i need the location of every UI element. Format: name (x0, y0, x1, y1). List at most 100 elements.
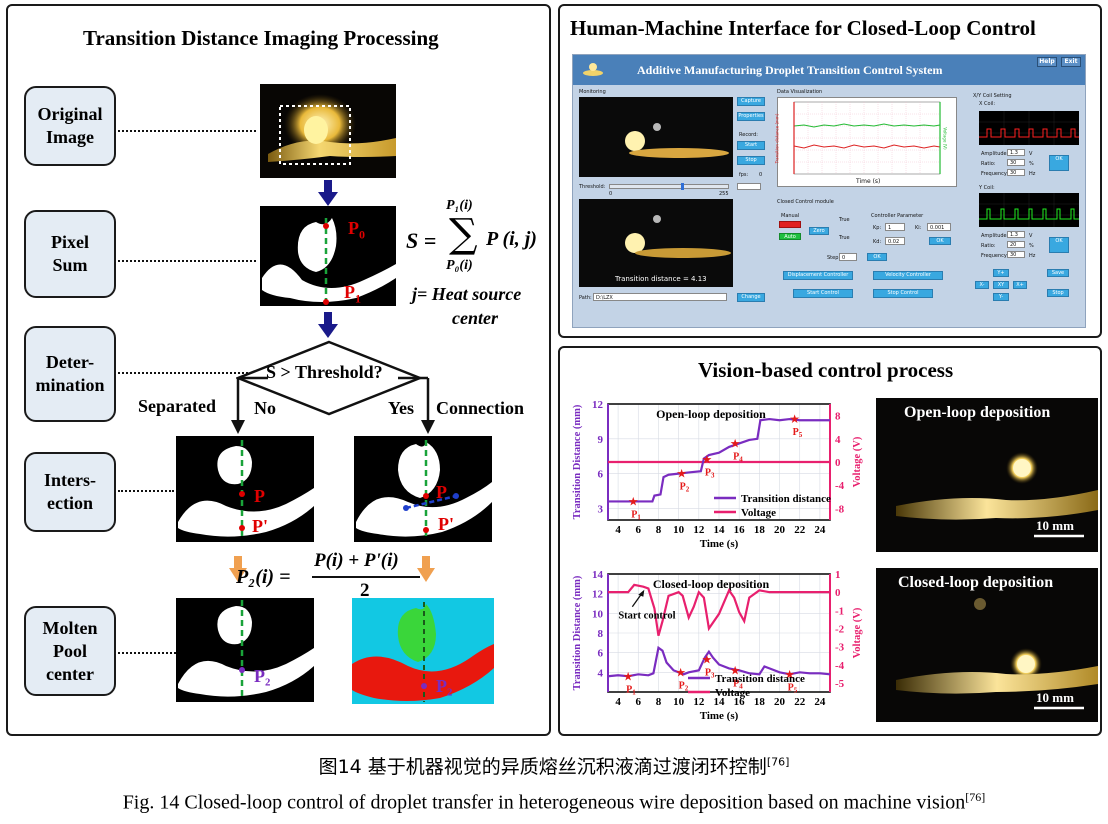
p2-formula-numerator: P(i) + P'(i) (314, 550, 399, 571)
path-input[interactable]: D:\LZX (593, 293, 727, 301)
manual-label: Manual (781, 213, 800, 219)
p0-text: P (348, 218, 359, 238)
xy-button[interactable]: XY (993, 281, 1009, 289)
threshold-thumb[interactable] (681, 183, 684, 190)
data-vis-graphic (793, 101, 941, 175)
x-tick-label: 10 (673, 696, 685, 708)
x-plus-button[interactable]: X+ (1013, 281, 1027, 289)
y-coil-wave-graphic (979, 193, 1079, 227)
data-vis-label: Data Visualization (777, 89, 823, 95)
decision-diamond (236, 340, 422, 416)
orange-arrow (229, 556, 247, 582)
annotation-arrowhead (638, 589, 645, 597)
hmi-panel-title: Human-Machine Interface for Closed-Loop … (570, 16, 1036, 40)
imaging-processing-panel: Transition Distance Imaging Processing O… (6, 4, 551, 736)
formula-term: P (i, j) (486, 228, 537, 250)
ki-input[interactable]: 0.001 (927, 223, 951, 231)
step-ok-button[interactable]: OK (867, 253, 887, 261)
p2-label: P₂ (254, 666, 271, 686)
y-frequency-value: 30 (1010, 252, 1017, 258)
y-minus-button[interactable]: Y- (993, 293, 1009, 301)
y-amplitude-value: 1.3 (1010, 232, 1018, 238)
x-tick-label: 8 (656, 696, 662, 708)
kd-value: 0.02 (888, 239, 900, 245)
start-control-button[interactable]: Start Control (793, 289, 853, 298)
x-tick-label: 14 (714, 696, 726, 708)
y2-tick-label: -1 (835, 605, 844, 617)
marker-label-sub: 5 (794, 686, 798, 694)
stage-intersection: Inters-ection (24, 452, 116, 532)
x-frequency-input[interactable]: 30 (1007, 169, 1025, 176)
record-stop-button[interactable]: Stop (737, 156, 765, 165)
transition-distance-line (608, 417, 830, 503)
x-coil-ok-button[interactable]: OK (1049, 155, 1069, 171)
formula-lower-limit: P₀(i) (446, 258, 473, 273)
x-minus-button[interactable]: X- (975, 281, 989, 289)
y-ratio-label: Ratio: (981, 243, 996, 249)
pixel-sum-image (260, 206, 396, 306)
y2-tick-label: -8 (835, 503, 845, 515)
exit-button[interactable]: Exit (1061, 57, 1081, 67)
capture-button[interactable]: Capture (737, 97, 765, 106)
caption-en: Fig. 14 Closed-loop control of droplet t… (0, 790, 1108, 815)
legend-label-voltage: Voltage (741, 507, 776, 519)
connector-dots (118, 652, 176, 654)
auto-button[interactable]: Auto (779, 233, 801, 240)
marker-label: P3 (705, 668, 715, 680)
y-coil-ok-button[interactable]: OK (1049, 237, 1069, 253)
x-coil-wave-graphic (979, 111, 1079, 145)
marker-star: ★ (675, 665, 686, 679)
connection-label: Connection (436, 398, 525, 418)
marker-label-sub: 4 (739, 455, 743, 463)
coil-stop-button[interactable]: Stop (1047, 289, 1069, 297)
zero-button[interactable]: Zero (809, 227, 829, 235)
x-ratio-input[interactable]: 30 (1007, 159, 1025, 166)
caption-en-ref: [76] (965, 790, 986, 804)
y-tick-label: 4 (598, 667, 604, 679)
displacement-controller-button[interactable]: Displacement Controller (783, 271, 853, 280)
logo-icon (583, 63, 603, 76)
y2-tick-label: 8 (835, 411, 841, 423)
marker-star: ★ (702, 653, 713, 667)
x-tick-label: 18 (754, 696, 766, 708)
down-arrow (318, 180, 338, 206)
record-start-button[interactable]: Start (737, 141, 765, 150)
y-frequency-input[interactable]: 30 (1007, 251, 1025, 258)
velocity-controller-button[interactable]: Velocity Controller (873, 271, 943, 280)
param-ok-button[interactable]: OK (929, 237, 951, 245)
properties-button[interactable]: Properties (737, 112, 765, 121)
y-tick-label: 6 (598, 469, 604, 481)
y-tick-label: 6 (598, 648, 604, 660)
save-button[interactable]: Save (1047, 269, 1069, 277)
formula-upper-limit: P₁(i) (446, 198, 473, 213)
stop-control-button[interactable]: Stop Control (873, 289, 933, 298)
y-plus-button[interactable]: Y+ (993, 269, 1009, 277)
marker-label-sub: 3 (711, 672, 715, 680)
x-tick-label: 4 (615, 696, 621, 708)
processed-frame (579, 199, 733, 287)
help-button[interactable]: Help (1037, 57, 1057, 67)
y-amplitude-input[interactable]: 1.3 (1007, 231, 1025, 238)
threshold-slider[interactable] (609, 184, 729, 189)
step-input[interactable]: 0 (839, 253, 857, 261)
marker-label-sub: 2 (686, 486, 690, 494)
ki-label: Ki: (915, 225, 922, 231)
marker-label-sub: 1 (637, 513, 641, 521)
y-coil-waveform (979, 193, 1079, 227)
y2-tick-label: 1 (835, 569, 841, 581)
kd-input[interactable]: 0.02 (885, 237, 905, 245)
caption-cn-text: 图14 基于机器视觉的异质熔丝沉积液滴过渡闭环控制 (318, 756, 767, 778)
y-ratio-input[interactable]: 20 (1007, 241, 1025, 248)
hmi-header-bar: Additive Manufacturing Droplet Transitio… (573, 55, 1085, 85)
manual-indicator[interactable] (779, 221, 801, 228)
x-tick-label: 20 (774, 524, 786, 536)
p2-formula-lhs: P₂(i) = (236, 566, 291, 588)
x-amplitude-input[interactable]: 1.3 (1007, 149, 1025, 156)
kp-input[interactable]: 1 (885, 223, 905, 231)
change-button[interactable]: Change (737, 293, 765, 302)
connection-binary-graphic (354, 436, 492, 542)
threshold-value-box[interactable] (737, 183, 761, 190)
